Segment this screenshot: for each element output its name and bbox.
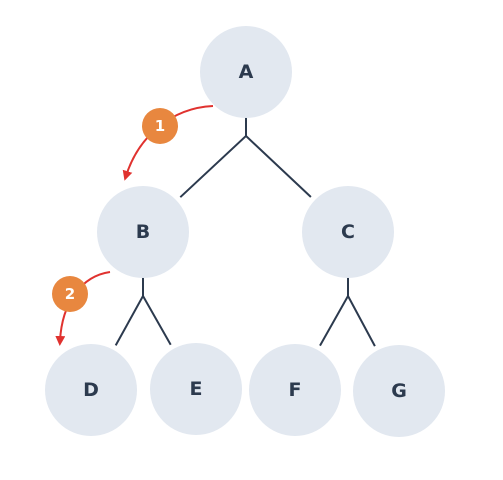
node-e: E: [150, 343, 242, 435]
node-d-circle: [45, 344, 137, 436]
node-g: G: [353, 345, 445, 437]
node-e-circle: [150, 343, 242, 435]
edges-layer: [114, 114, 376, 347]
node-b: B: [97, 186, 189, 278]
node-a-label: A: [239, 61, 254, 83]
edge-b-e: [142, 274, 172, 346]
step-badge-1: 1: [142, 108, 178, 144]
node-a: A: [200, 26, 292, 118]
node-b-label: B: [136, 221, 150, 243]
nodes-layer: A B C D E F G: [45, 26, 445, 437]
node-e-label: E: [190, 378, 203, 400]
node-f-circle: [249, 344, 341, 436]
edge-c-g: [347, 274, 376, 347]
node-b-circle: [97, 186, 189, 278]
node-c-circle: [302, 186, 394, 278]
edge-c-f: [319, 274, 349, 347]
node-g-label: G: [391, 380, 407, 402]
node-a-circle: [200, 26, 292, 118]
node-d: D: [45, 344, 137, 436]
step-badge-1-label: 1: [155, 117, 165, 135]
node-c: C: [302, 186, 394, 278]
step-badges-layer: 1 2: [52, 108, 178, 312]
step-badge-2-circle: [52, 276, 88, 312]
edge-a-c: [245, 114, 312, 198]
step-badge-2-label: 2: [65, 285, 75, 303]
node-f-label: F: [289, 379, 302, 401]
node-d-label: D: [83, 379, 99, 401]
node-g-circle: [353, 345, 445, 437]
edge-a-b: [179, 114, 247, 198]
edge-b-d: [114, 274, 144, 346]
node-c-label: C: [341, 221, 355, 243]
step-badge-2: 2: [52, 276, 88, 312]
node-f: F: [249, 344, 341, 436]
step-badge-1-circle: [142, 108, 178, 144]
